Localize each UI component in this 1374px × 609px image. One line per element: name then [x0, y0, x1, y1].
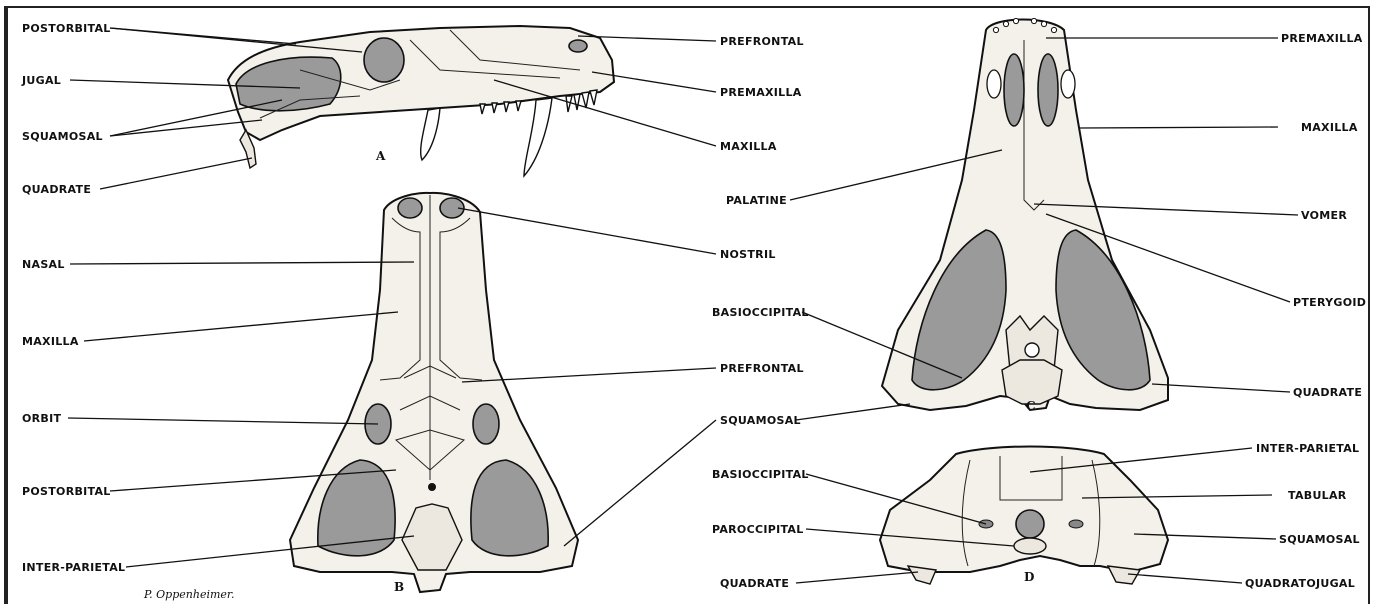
label-d-tabular: TABULAR: [1288, 489, 1347, 502]
skull-dorsal-view: B: [290, 193, 578, 594]
label-b-prefrontal: PREFRONTAL: [720, 362, 804, 375]
palatal-basioccipital: [1002, 360, 1062, 404]
label-c-palatine: PALATINE: [726, 194, 787, 207]
palatal-right-choana: [1038, 54, 1058, 126]
artist-signature: P. Oppenheimer.: [143, 588, 234, 601]
pineal-foramen: [428, 483, 436, 491]
right-orbit: [473, 404, 499, 444]
lateral-nostril: [569, 40, 587, 52]
label-c-basioccipital: BASIOCCIPITAL: [712, 306, 809, 319]
label-c-vomer: VOMER: [1301, 209, 1347, 222]
label-b-maxilla: MAXILLA: [22, 335, 79, 348]
label-c-maxilla: MAXILLA: [1301, 121, 1358, 134]
skull-palatal-view: C: [882, 18, 1168, 413]
label-c-quadrate: QUADRATE: [1293, 386, 1362, 399]
label-a-postorbital: POSTORBITAL: [22, 22, 111, 35]
label-a-premaxilla: PREMAXILLA: [720, 86, 802, 99]
occipital-condyle: [1014, 538, 1046, 554]
large-canine: [524, 98, 552, 176]
label-c-premaxilla: PREMAXILLA: [1281, 32, 1363, 45]
skull-occipital-view: D: [880, 447, 1168, 585]
label-d-interparietal: INTER-PARIETAL: [1256, 442, 1359, 455]
canine-tooth: [421, 108, 440, 160]
label-b-postorbital: POSTORBITAL: [22, 485, 111, 498]
label-b-nostril: NOSTRIL: [720, 248, 776, 261]
view-label-a: A: [375, 149, 386, 163]
label-a-squamosal: SQUAMOSAL: [22, 130, 103, 143]
label-a-jugal: JUGAL: [21, 74, 61, 87]
view-label-d: D: [1024, 570, 1034, 584]
label-d-basioccipital: BASIOCCIPITAL: [712, 468, 809, 481]
skull-lateral-view: A: [228, 26, 614, 176]
foramen-magnum: [1016, 510, 1044, 538]
label-b-orbit: ORBIT: [22, 412, 61, 425]
occipital-left-quadrate: [908, 566, 936, 584]
left-nostril: [398, 198, 422, 218]
lateral-orbit: [364, 38, 404, 82]
label-a-quadrate: QUADRATE: [22, 183, 91, 196]
label-b-interparietal: INTER-PARIETAL: [22, 561, 125, 574]
label-d-quadrate: QUADRATE: [720, 577, 789, 590]
view-label-c: C: [1026, 399, 1036, 413]
label-b-squamosal: SQUAMOSAL: [720, 414, 801, 427]
label-c-pterygoid: PTERYGOID: [1293, 296, 1366, 309]
label-b-nasal: NASAL: [22, 258, 65, 271]
label-d-squamosal: SQUAMOSAL: [1279, 533, 1360, 546]
label-a-maxilla: MAXILLA: [720, 140, 777, 153]
label-d-quadratojugal: QUADRATOJUGAL: [1245, 577, 1355, 590]
palatal-left-choana: [1004, 54, 1024, 126]
label-d-paroccipital: PAROCCIPITAL: [712, 523, 804, 536]
label-a-prefrontal: PREFRONTAL: [720, 35, 804, 48]
view-label-b: B: [394, 580, 404, 594]
